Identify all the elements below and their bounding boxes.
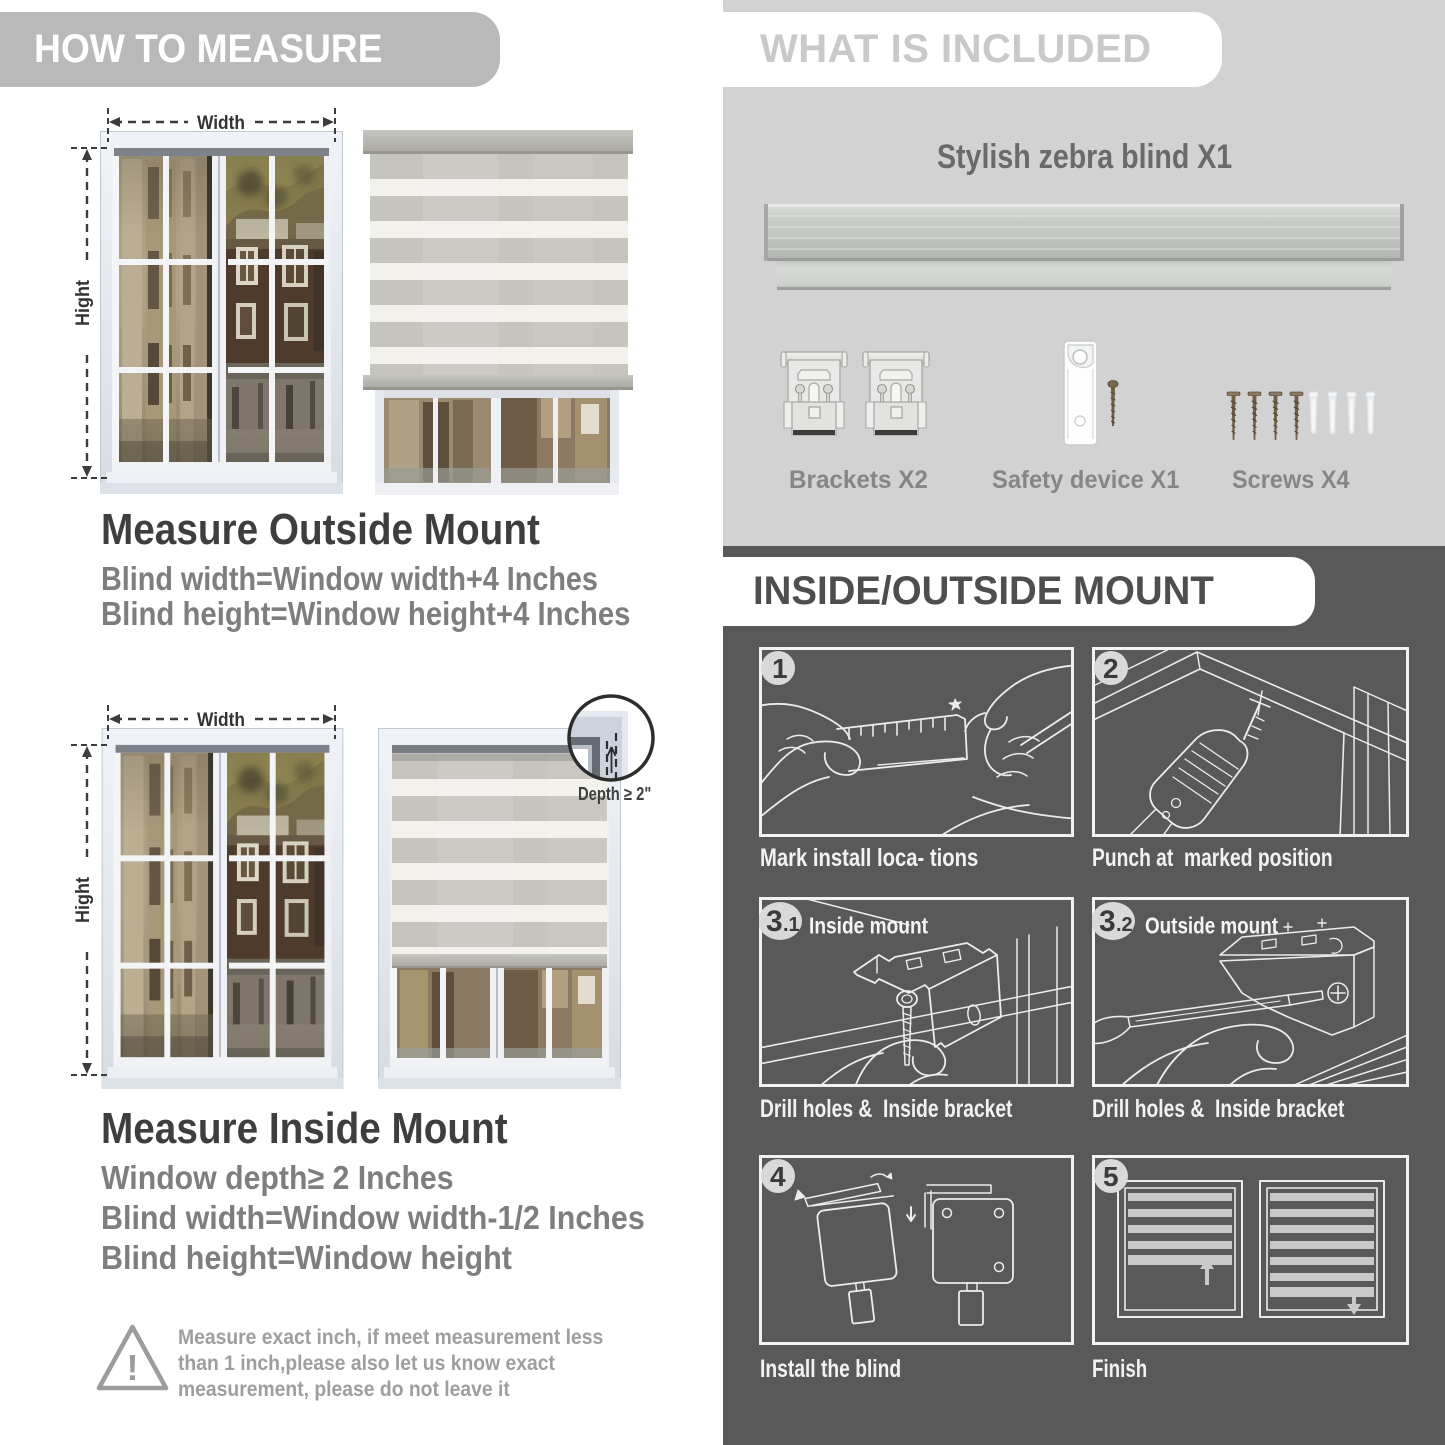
svg-text:4: 4	[770, 1161, 786, 1192]
svg-text:Inside mount: Inside mount	[809, 913, 928, 939]
svg-text:2: 2	[1103, 653, 1119, 684]
svg-text:5: 5	[1103, 1161, 1119, 1192]
svg-text:3: 3	[1099, 905, 1116, 938]
svg-text:.2: .2	[1116, 914, 1133, 936]
svg-text:Outside mount: Outside mount	[1145, 913, 1278, 939]
svg-text:!: !	[127, 1347, 139, 1388]
svg-text:3: 3	[766, 905, 783, 938]
svg-text:1: 1	[772, 653, 788, 684]
svg-text:.1: .1	[783, 914, 800, 936]
